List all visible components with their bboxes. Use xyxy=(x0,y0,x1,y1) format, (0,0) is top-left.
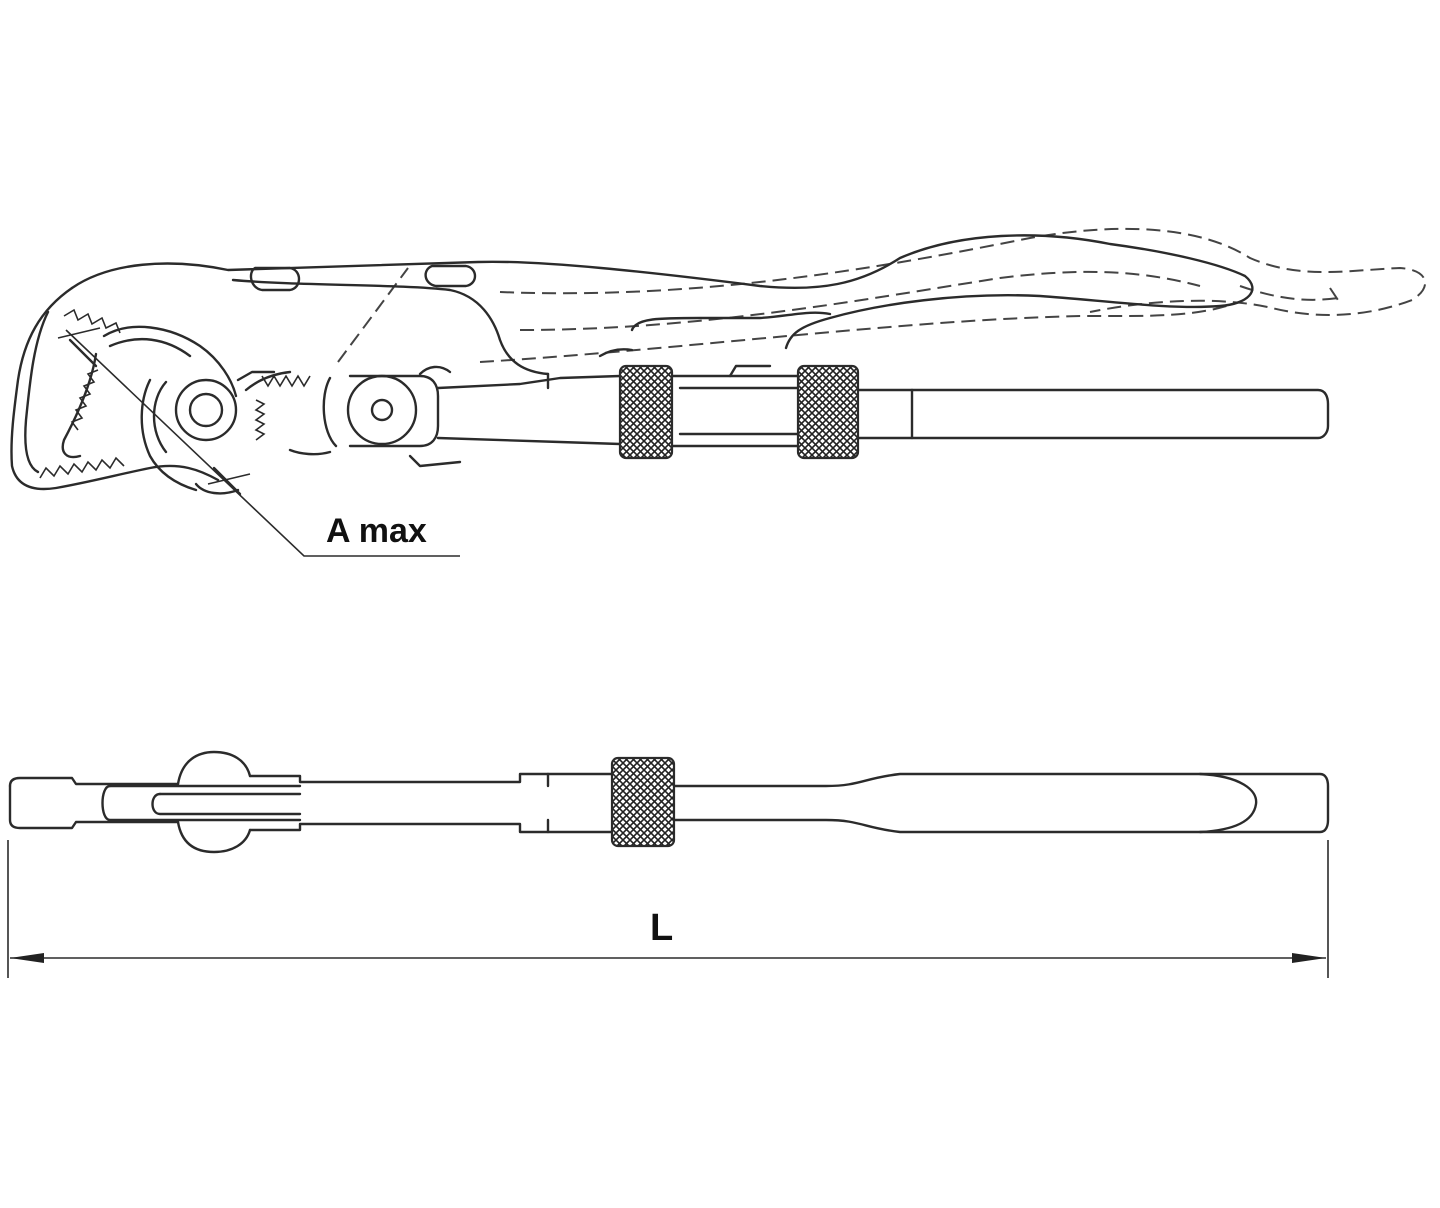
knurled-sleeve-1 xyxy=(618,364,674,460)
a-max-label: A max xyxy=(326,512,427,550)
upper-handle xyxy=(70,234,1254,376)
knurled-sleeve-top xyxy=(610,756,676,848)
knurled-sleeve-2 xyxy=(796,364,860,460)
wrench-side-view: A max xyxy=(10,227,1427,557)
wrench-top-view xyxy=(8,750,1330,854)
a-max-dimension: A max xyxy=(57,327,460,557)
length-dimension: L xyxy=(7,840,1329,978)
length-label: L xyxy=(650,907,673,949)
pivot-assembly xyxy=(152,365,462,468)
jaw-head xyxy=(10,286,240,495)
lower-handle-shank xyxy=(436,364,1330,460)
